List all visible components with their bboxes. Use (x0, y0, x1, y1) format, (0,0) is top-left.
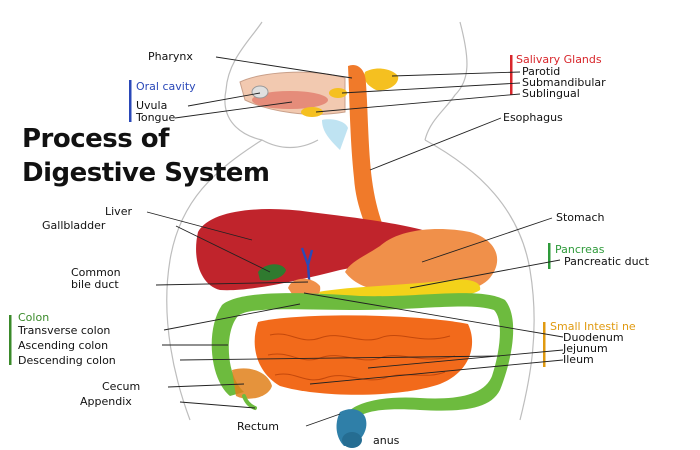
salivary-glands (301, 68, 399, 117)
title-line-1: Process of (22, 124, 169, 154)
parotid-gland (364, 68, 399, 91)
label-cecum: Cecum (102, 380, 141, 393)
label-anus: anus (373, 434, 400, 447)
body-outline (166, 21, 535, 421)
group-salivary-glands: Salivary Glands (516, 53, 602, 66)
label-uvula: Uvula (136, 99, 168, 112)
cecum-shape (232, 368, 272, 399)
label-sublingual: Sublingual (522, 87, 580, 100)
label-transverse-colon: Transverse colon (18, 324, 111, 337)
label-duodenum: Duodenum (563, 331, 624, 344)
label-parotid: Parotid (522, 65, 561, 78)
salivary-bracket (510, 55, 513, 95)
label-liver: Liver (105, 205, 132, 218)
label-tongue: Tongue (136, 111, 176, 124)
label-ascending-colon: Ascending colon (18, 339, 109, 352)
anus-shape (342, 432, 362, 448)
colon-bracket (9, 315, 12, 365)
label-descending-colon: Descending colon (18, 354, 116, 367)
esophagus-shape (348, 64, 392, 254)
gallbladder-shape (258, 264, 286, 281)
label-pharynx: Pharynx (148, 50, 193, 63)
label-appendix: Appendix (80, 395, 132, 408)
liver-shape (196, 209, 440, 291)
trachea-shape (322, 119, 348, 150)
label-gallbladder: Gallbladder (42, 219, 106, 232)
pancreas-bracket (548, 243, 551, 269)
label-stomach: Stomach (556, 211, 605, 224)
group-pancreas: Pancreas (555, 243, 605, 256)
label-common-bile-duct-1: Common (71, 266, 121, 279)
leader-lines (146, 56, 564, 427)
group-oral-cavity: Oral cavity (136, 80, 196, 93)
submandibular-gland (329, 88, 347, 98)
colon-shape (211, 293, 514, 416)
label-jejunum: Jejunum (563, 342, 608, 355)
label-rectum: Rectum (237, 420, 279, 433)
title-line-2: Digestive System (22, 158, 270, 188)
appendix-shape (242, 394, 257, 410)
group-colon: Colon (18, 311, 50, 324)
group-small-intestine: Small Intesti ne (550, 320, 636, 333)
uvula-shape (251, 85, 269, 99)
sublingual-gland (301, 107, 323, 117)
label-ileum: Ileum (563, 353, 594, 366)
label-common-bile-duct-2: bile duct (71, 278, 119, 291)
label-esophagus: Esophagus (503, 111, 563, 124)
label-pancreatic-duct: Pancreatic duct (564, 255, 649, 268)
diagram-title: Process of Digestive System (22, 122, 270, 190)
label-submandibular: Submandibular (522, 76, 606, 89)
small-intestine-bracket (543, 322, 546, 367)
small-intestine-folds (267, 333, 456, 381)
oral-bracket (129, 80, 132, 122)
